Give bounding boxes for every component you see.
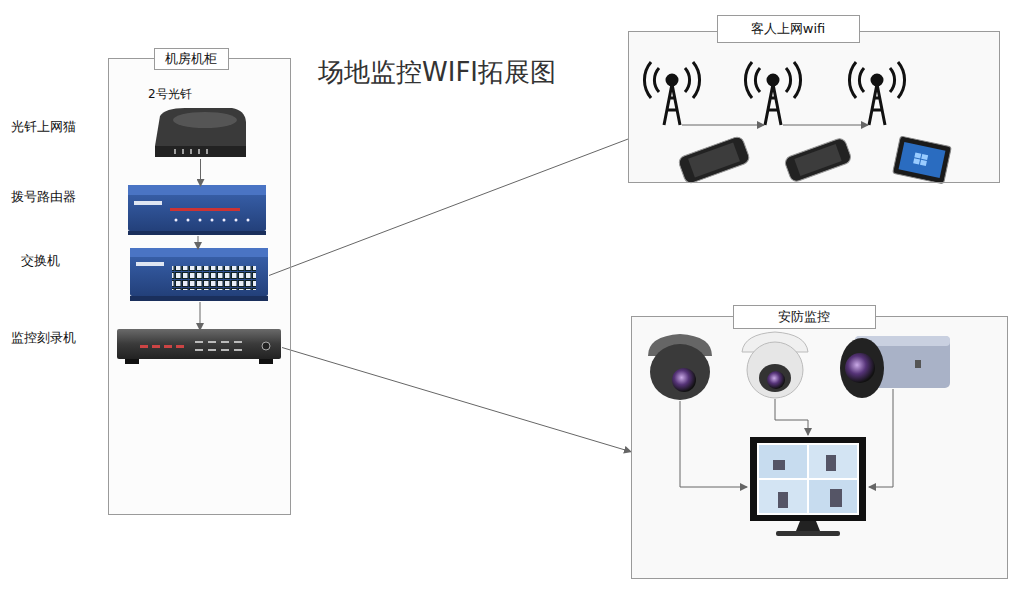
device-label: 交换机	[21, 253, 60, 269]
device-label: 光钎上网猫	[11, 119, 76, 135]
device-node: 光钎上网猫	[153, 109, 248, 159]
heading-tab: 机房机柜	[154, 48, 229, 70]
device-label: 拨号路由器	[11, 189, 76, 205]
connector	[200, 159, 201, 186]
connector	[269, 139, 628, 275]
fiber-label: 2号光钎	[148, 86, 192, 103]
group-panel: 安防监控	[631, 316, 1008, 579]
device-node: 交换机	[131, 249, 269, 302]
panel-heading: 安防监控	[778, 309, 830, 325]
group-panel: 客人上网wifi	[628, 31, 1000, 183]
panel-heading: 机房机柜	[165, 51, 217, 67]
diagram-title: 场地监控WIFI拓展图	[318, 55, 556, 90]
heading-tab: 客人上网wifi	[717, 15, 860, 43]
device-node: 监控刻录机	[118, 330, 282, 365]
heading-tab: 安防监控	[733, 305, 876, 329]
device-node: 拨号路由器	[129, 186, 267, 236]
panel-heading: 客人上网wifi	[751, 21, 825, 37]
connector	[282, 348, 631, 452]
connector	[198, 236, 199, 249]
device-label: 监控刻录机	[11, 330, 76, 346]
connector	[200, 302, 201, 330]
group-panel: 机房机柜光钎上网猫拨号路由器交换机监控刻录机	[108, 58, 291, 515]
